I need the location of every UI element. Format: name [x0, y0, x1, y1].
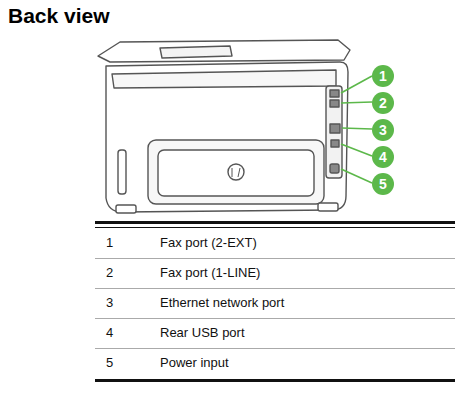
- leader-line: [341, 102, 372, 103]
- usb-port: [331, 140, 339, 147]
- power-input: [330, 164, 339, 173]
- table-rule: [95, 221, 455, 224]
- leader-line: [341, 169, 372, 183]
- table-description-cell: Fax port (1-LINE): [160, 265, 260, 281]
- leader-line: [341, 144, 372, 156]
- callout-number: 1: [372, 65, 394, 87]
- rear-door: [158, 150, 314, 196]
- table-description-cell: Ethernet network port: [160, 295, 284, 311]
- row-rule: [95, 348, 455, 349]
- callout-number: 3: [372, 119, 394, 141]
- port-panel: [326, 86, 342, 178]
- page-title: Back view: [8, 4, 110, 28]
- table-number-cell: 1: [106, 235, 113, 251]
- foot: [116, 205, 136, 213]
- fax-port-line: [330, 100, 339, 107]
- top-band: [112, 70, 336, 88]
- row-rule: [95, 288, 455, 289]
- printer-body: [106, 62, 348, 212]
- row-rule: [95, 258, 455, 259]
- table-number-cell: 2: [106, 265, 113, 281]
- table-number-cell: 3: [106, 295, 113, 311]
- row-rule: [95, 318, 455, 319]
- leader-line: [342, 128, 372, 129]
- rear-access-panel: [148, 140, 324, 204]
- callout-number: 5: [372, 173, 394, 195]
- table-description-cell: Power input: [160, 355, 229, 371]
- table-description-cell: Rear USB port: [160, 325, 245, 341]
- logo-badge: [228, 164, 244, 180]
- ethernet-port: [330, 124, 340, 133]
- callout-number: 4: [372, 146, 394, 168]
- leader-line: [341, 76, 372, 93]
- scanner-lid: [98, 40, 350, 62]
- fax-port-ext: [330, 90, 339, 97]
- adf-tray: [160, 46, 232, 58]
- table-number-cell: 4: [106, 325, 113, 341]
- table-description-cell: Fax port (2-EXT): [160, 235, 257, 251]
- logo-mark: [232, 168, 240, 177]
- table-number-cell: 5: [106, 355, 113, 371]
- table-rule: [95, 379, 455, 382]
- foot: [318, 203, 338, 211]
- table-rule: [95, 227, 455, 228]
- callout-number: 2: [372, 92, 394, 114]
- side-grip: [118, 150, 126, 194]
